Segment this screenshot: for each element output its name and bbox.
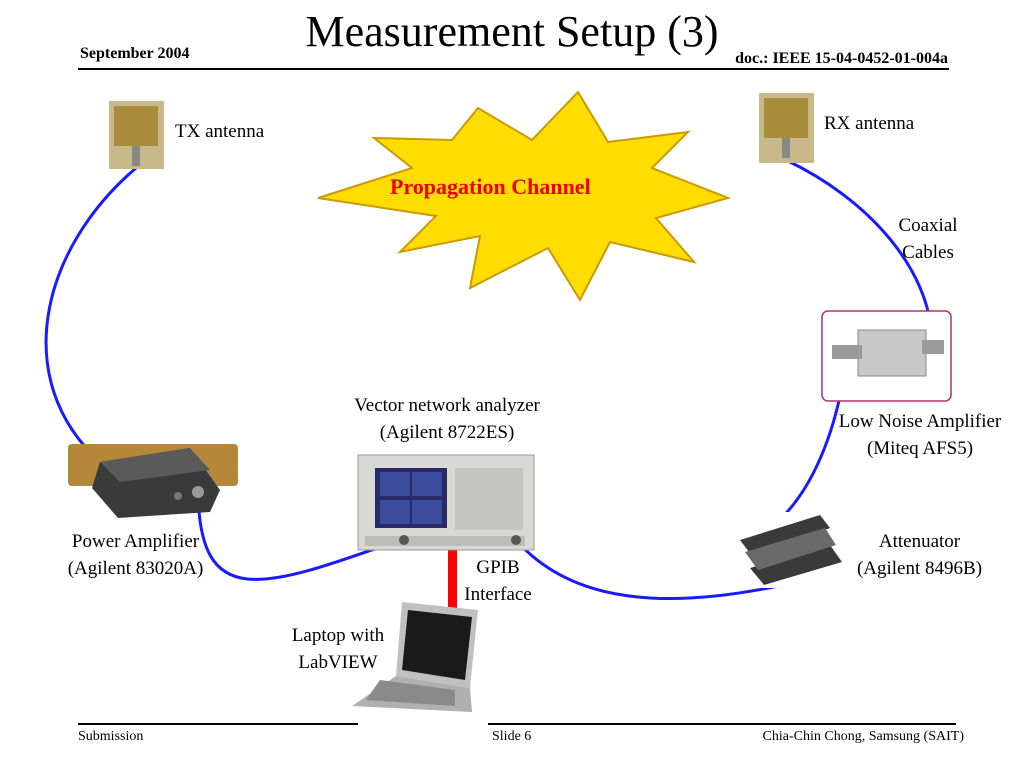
propagation-channel-label: Propagation Channel <box>390 174 591 199</box>
propagation-starburst <box>317 90 732 303</box>
attenuator-icon <box>726 512 844 588</box>
cable-tx-to-pa <box>44 166 137 464</box>
gpib-label-line1: GPIB <box>476 557 520 578</box>
lna-icon <box>821 310 952 402</box>
gpib-label: GPIB Interface <box>452 554 544 608</box>
power-amplifier-icon <box>68 444 238 518</box>
header-date: September 2004 <box>80 45 190 62</box>
vna-label-line1: Vector network analyzer <box>354 395 540 416</box>
power-amp-label-line2: (Agilent 83020A) <box>67 558 204 579</box>
attenuator-label-line1: Attenuator <box>878 531 961 552</box>
rx-antenna-icon <box>759 93 814 163</box>
rx-antenna-label: RX antenna <box>824 113 915 134</box>
footer-slide-number: Slide 6 <box>492 729 532 744</box>
attenuator-label: Attenuator (Agilent 8496B) <box>842 528 997 582</box>
lna-label: Low Noise Amplifier (Miteq AFS5) <box>818 408 1022 462</box>
page-title: Measurement Setup (3) <box>305 7 719 56</box>
footer-rule-right <box>488 723 956 725</box>
header-doc-id: doc.: IEEE 15-04-0452-01-004a <box>735 50 948 67</box>
lna-label-line2: (Miteq AFS5) <box>866 438 974 459</box>
coax-label-line1: Coaxial <box>898 215 958 236</box>
vna-label: Vector network analyzer (Agilent 8722ES) <box>332 392 562 446</box>
vna-icon <box>357 454 535 551</box>
gpib-link <box>448 550 457 618</box>
laptop-label-line2: LabVIEW <box>298 652 378 673</box>
coax-label: Coaxial Cables <box>878 212 978 266</box>
vna-label-line2: (Agilent 8722ES) <box>379 422 515 443</box>
coax-label-line2: Cables <box>902 242 954 263</box>
laptop-icon <box>352 602 478 712</box>
lna-label-line1: Low Noise Amplifier <box>838 411 1002 432</box>
footer-rule-left <box>78 723 358 725</box>
power-amp-label-line1: Power Amplifier <box>71 531 200 552</box>
power-amp-label: Power Amplifier (Agilent 83020A) <box>48 528 223 582</box>
cable-pa-to-vna <box>196 491 401 581</box>
footer-author: Chia-Chin Chong, Samsung (SAIT) <box>762 729 964 744</box>
tx-antenna-icon <box>109 101 164 169</box>
tx-antenna-label: TX antenna <box>175 121 265 142</box>
attenuator-label-line2: (Agilent 8496B) <box>856 558 983 579</box>
laptop-label: Laptop with LabVIEW <box>278 622 398 676</box>
cable-vna-to-attenuator <box>514 539 806 601</box>
laptop-label-line1: Laptop with <box>291 625 385 646</box>
header-rule <box>78 68 949 70</box>
gpib-label-line2: Interface <box>464 584 532 605</box>
footer-submission: Submission <box>78 729 144 744</box>
